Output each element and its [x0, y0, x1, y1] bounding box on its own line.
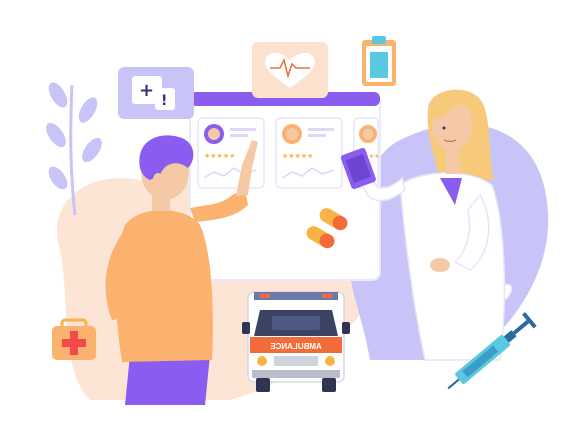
- ambulance: AMBULANCE: [242, 291, 350, 392]
- heart-rate-icon: [252, 42, 328, 98]
- rating-stars: ★★★★★: [282, 152, 313, 160]
- profile-card: ★★★★★: [275, 117, 343, 189]
- pills-icon: [306, 208, 348, 249]
- doctor-figure: [340, 89, 506, 361]
- first-aid-kit-icon: [52, 318, 96, 360]
- ambulance-label: AMBULANCE: [270, 342, 322, 351]
- rating-stars: ★★★★: [358, 153, 380, 160]
- rating-stars: ★★★★★: [204, 152, 235, 160]
- profile-window: ★★★★★ ★★★★★ ★★★★: [189, 92, 381, 281]
- clipboard-icon: [362, 36, 396, 86]
- svg-text:!: !: [161, 93, 167, 109]
- patient-figure: [105, 135, 258, 405]
- syringe-icon: [447, 312, 537, 390]
- chat-plus-icon: + !: [118, 67, 194, 119]
- svg-text:+: +: [139, 80, 154, 101]
- leaf-branch-left: [46, 82, 102, 216]
